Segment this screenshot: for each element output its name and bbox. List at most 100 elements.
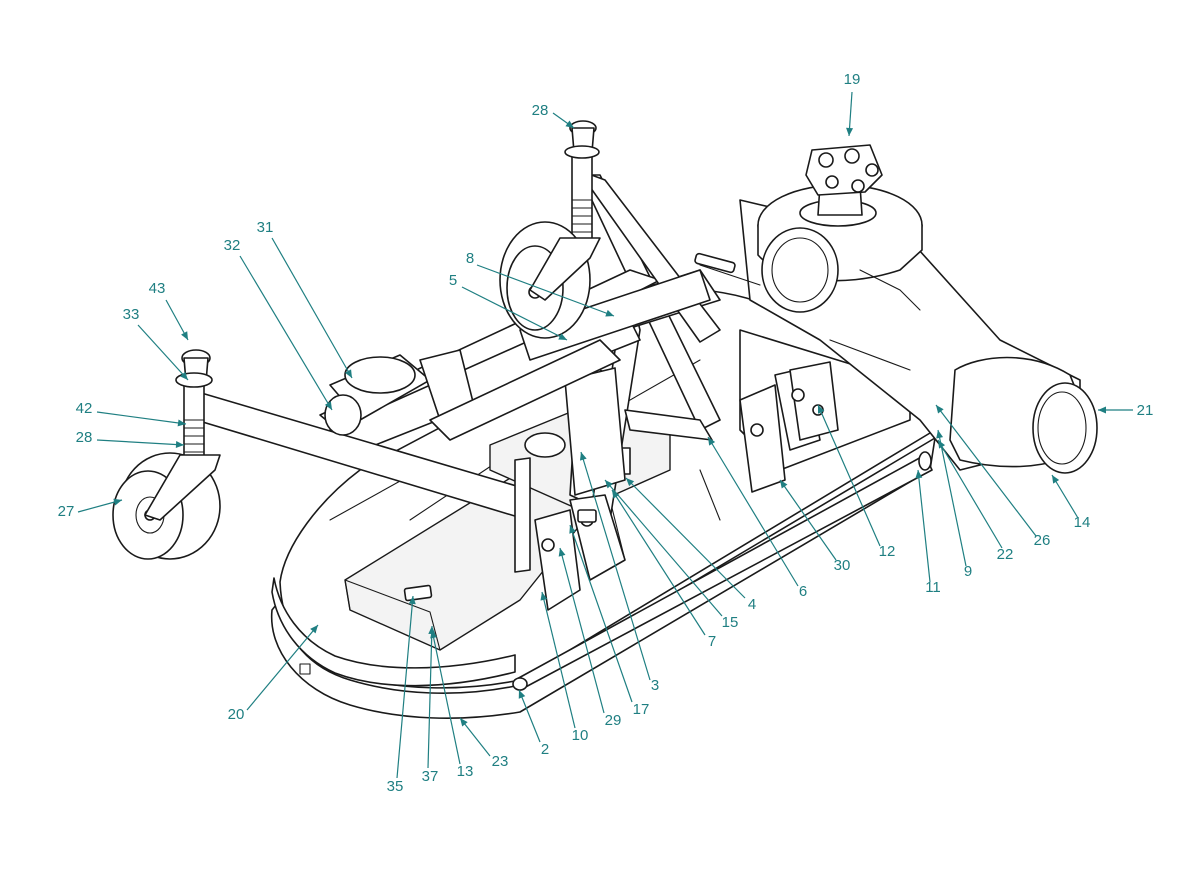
callout-arrowhead bbox=[780, 480, 788, 489]
callout-leader-line bbox=[96, 411, 187, 425]
callout-leader-line bbox=[937, 429, 967, 567]
callout-label: 15 bbox=[722, 614, 739, 631]
callout-43: 43 bbox=[149, 280, 189, 341]
callout-23: 23 bbox=[459, 717, 509, 770]
callout-label: 2 bbox=[541, 741, 549, 758]
callout-label: 9 bbox=[964, 563, 972, 580]
callout-leader-line bbox=[707, 436, 799, 587]
callout-arrowhead bbox=[708, 437, 716, 446]
callout-label: 37 bbox=[422, 768, 439, 785]
main-frame bbox=[195, 169, 721, 573]
callout-layer: 1928313285433342282721142622911123064157… bbox=[58, 71, 1154, 795]
callout-leader-line bbox=[917, 469, 931, 583]
callout-33: 33 bbox=[123, 306, 189, 381]
gearbox bbox=[799, 144, 883, 227]
callout-11: 11 bbox=[915, 469, 941, 596]
callout-label: 43 bbox=[149, 280, 166, 297]
callout-8: 8 bbox=[466, 250, 615, 317]
callout-leader-line bbox=[431, 629, 461, 765]
callout-27: 27 bbox=[58, 498, 123, 520]
callout-arrowhead bbox=[915, 470, 923, 479]
callout-arrowhead bbox=[605, 309, 614, 317]
callout-arrowhead bbox=[1098, 406, 1106, 414]
callout-arrowhead bbox=[113, 498, 122, 506]
rear-caster bbox=[499, 120, 601, 339]
callout-label: 17 bbox=[633, 701, 650, 718]
callout-leader-line bbox=[569, 524, 633, 703]
callout-label: 22 bbox=[997, 546, 1014, 563]
callout-arrowhead bbox=[540, 592, 548, 601]
callout-label: 11 bbox=[925, 579, 941, 596]
callout-label: 29 bbox=[605, 712, 622, 729]
callout-label: 4 bbox=[748, 596, 756, 613]
callout-label: 12 bbox=[879, 543, 896, 560]
callout-leader-line bbox=[604, 479, 723, 617]
callout-label: 13 bbox=[457, 763, 474, 780]
callout-arrowhead bbox=[936, 430, 944, 439]
callout-arrowhead bbox=[344, 369, 352, 378]
callout-arrowhead bbox=[558, 548, 566, 557]
callout-12: 12 bbox=[817, 404, 896, 560]
callout-leader-line bbox=[625, 477, 746, 599]
callout-label: 20 bbox=[228, 706, 245, 723]
callout-arrowhead bbox=[579, 452, 587, 461]
callout-20: 20 bbox=[228, 624, 319, 723]
left-caster bbox=[112, 349, 221, 560]
callout-arrowhead bbox=[936, 405, 944, 414]
callout-label: 7 bbox=[708, 633, 716, 650]
callout-arrowhead bbox=[460, 718, 468, 727]
callout-arrowhead bbox=[558, 333, 567, 340]
callout-arrowhead bbox=[846, 127, 854, 136]
callout-leader-line bbox=[559, 547, 605, 714]
callout-arrowhead bbox=[605, 480, 613, 489]
callout-label: 27 bbox=[58, 503, 75, 520]
callout-label: 30 bbox=[834, 557, 851, 574]
callout-leader-line bbox=[427, 625, 433, 769]
roller-assembly bbox=[324, 339, 621, 441]
callout-label: 32 bbox=[224, 237, 241, 254]
callout-3: 3 bbox=[579, 451, 659, 694]
callout-leader-line bbox=[246, 624, 319, 711]
callout-31: 31 bbox=[257, 219, 353, 379]
callout-5: 5 bbox=[449, 272, 568, 341]
callout-arrowhead bbox=[565, 120, 574, 128]
callout-35: 35 bbox=[387, 595, 416, 795]
callout-arrowhead bbox=[175, 441, 184, 449]
callout-arrowhead bbox=[177, 419, 186, 427]
callout-28: 28 bbox=[76, 429, 185, 449]
callout-26: 26 bbox=[935, 404, 1050, 549]
callout-label: 10 bbox=[572, 727, 589, 744]
callout-2: 2 bbox=[518, 689, 549, 758]
callout-leader-line bbox=[1051, 474, 1079, 519]
callout-37: 37 bbox=[422, 625, 439, 785]
callout-label: 23 bbox=[492, 753, 509, 770]
callout-9: 9 bbox=[936, 429, 972, 580]
callout-label: 6 bbox=[799, 583, 807, 600]
callout-30: 30 bbox=[779, 479, 851, 574]
callout-10: 10 bbox=[540, 591, 589, 744]
callout-arrowhead bbox=[612, 490, 620, 499]
callout-arrowhead bbox=[324, 401, 332, 410]
callout-15: 15 bbox=[604, 479, 739, 631]
callout-leader-line bbox=[580, 451, 651, 681]
side-housing bbox=[694, 184, 1098, 474]
callout-label: 3 bbox=[651, 677, 659, 694]
callout-leader-line bbox=[541, 591, 576, 729]
callout-7: 7 bbox=[611, 489, 716, 650]
callout-leader-line bbox=[518, 689, 541, 743]
callout-label: 31 bbox=[257, 219, 274, 236]
callout-32: 32 bbox=[224, 237, 333, 411]
callout-arrowhead bbox=[408, 596, 416, 605]
callout-leader-line bbox=[476, 264, 615, 317]
callout-leader-line bbox=[461, 286, 568, 341]
callout-label: 33 bbox=[123, 306, 140, 323]
callout-arrowhead bbox=[518, 690, 526, 699]
callout-label: 21 bbox=[1137, 402, 1154, 419]
callout-arrowhead bbox=[626, 478, 635, 487]
callout-label: 28 bbox=[532, 102, 549, 119]
callout-13: 13 bbox=[430, 629, 474, 780]
callout-leader-line bbox=[239, 255, 333, 411]
callout-arrowhead bbox=[181, 331, 188, 340]
callout-label: 5 bbox=[449, 272, 457, 289]
callout-14: 14 bbox=[1051, 474, 1090, 531]
